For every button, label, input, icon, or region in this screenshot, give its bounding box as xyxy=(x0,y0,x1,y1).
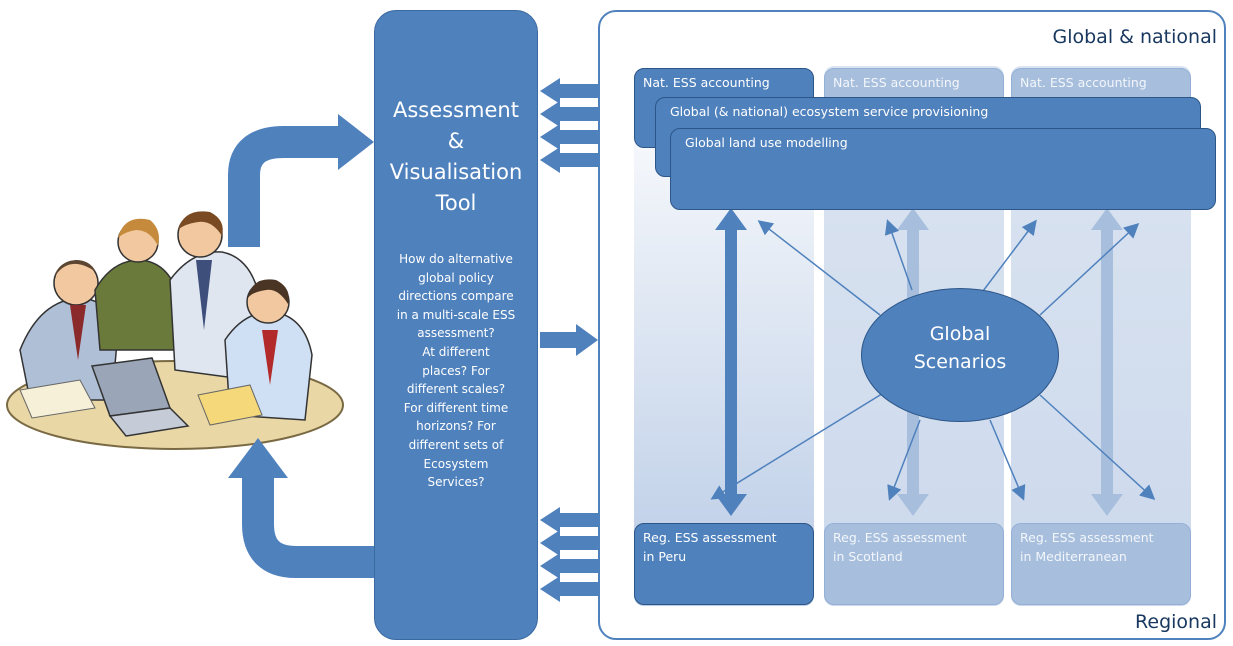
assessment-tool-box xyxy=(374,10,538,640)
arrow-tool-to-panel xyxy=(540,324,598,356)
reg-box-line: Reg. ESS assessment xyxy=(643,530,777,545)
question-line: global policy xyxy=(418,270,494,285)
curved-arrow-down xyxy=(242,470,374,578)
question-line: assessment? xyxy=(417,326,495,341)
global-land-use-box: Global land use modelling xyxy=(670,128,1216,210)
tool-title: Assessment & Visualisation Tool xyxy=(374,95,538,219)
question-line: horizons? For xyxy=(416,419,496,434)
tool-question: How do alternative global policy directi… xyxy=(384,250,528,492)
tool-title-line: Tool xyxy=(435,191,477,215)
reg-box-line: in Mediterranean xyxy=(1020,549,1127,564)
global-scenarios-ellipse xyxy=(861,288,1059,422)
question-line: different scales? xyxy=(406,382,506,397)
arrows-panel-to-tool-bottom xyxy=(540,507,598,602)
tool-title-line: Assessment xyxy=(393,98,519,122)
question-line: At different xyxy=(422,344,490,359)
reg-ess-box-scotland: Reg. ESS assessment in Scotland xyxy=(824,523,1004,605)
double-arrow-peru xyxy=(715,208,747,516)
curved-arrow-up-head xyxy=(338,114,374,170)
tool-title-line: & xyxy=(447,129,465,153)
question-line: How do alternative xyxy=(399,252,513,266)
reg-ess-box-mediterranean: Reg. ESS assessment in Mediterranean xyxy=(1011,523,1191,605)
question-line: directions compare xyxy=(398,289,514,304)
curved-arrow-up xyxy=(228,126,352,247)
scenario-arrows xyxy=(710,219,1156,501)
question-line: Services? xyxy=(427,475,485,490)
scenarios-line: Global xyxy=(929,323,991,345)
regional-label: Regional xyxy=(1135,611,1217,633)
reg-box-line: Reg. ESS assessment xyxy=(1020,530,1154,545)
reg-box-line: Reg. ESS assessment xyxy=(833,530,967,545)
question-line: in a multi-scale ESS xyxy=(396,307,516,322)
question-line: places? For xyxy=(422,363,490,378)
question-line: Ecosystem xyxy=(423,456,489,471)
arrows-panel-to-tool-top xyxy=(540,78,598,173)
question-line: different sets of xyxy=(408,437,504,452)
people-at-laptop-illustration xyxy=(6,211,344,450)
tool-title-line: Visualisation xyxy=(389,160,523,184)
question-line: For different time xyxy=(403,400,509,415)
global-scenarios-label: Global Scenarios xyxy=(861,320,1059,376)
double-arrow-mediterranean xyxy=(1091,208,1123,516)
reg-ess-box-peru: Reg. ESS assessment in Peru xyxy=(634,523,814,605)
reg-box-line: in Scotland xyxy=(833,549,903,564)
global-national-label: Global & national xyxy=(1052,26,1217,48)
curved-arrow-down-head xyxy=(228,438,288,478)
reg-box-line: in Peru xyxy=(643,549,687,564)
scenarios-line: Scenarios xyxy=(913,351,1007,373)
